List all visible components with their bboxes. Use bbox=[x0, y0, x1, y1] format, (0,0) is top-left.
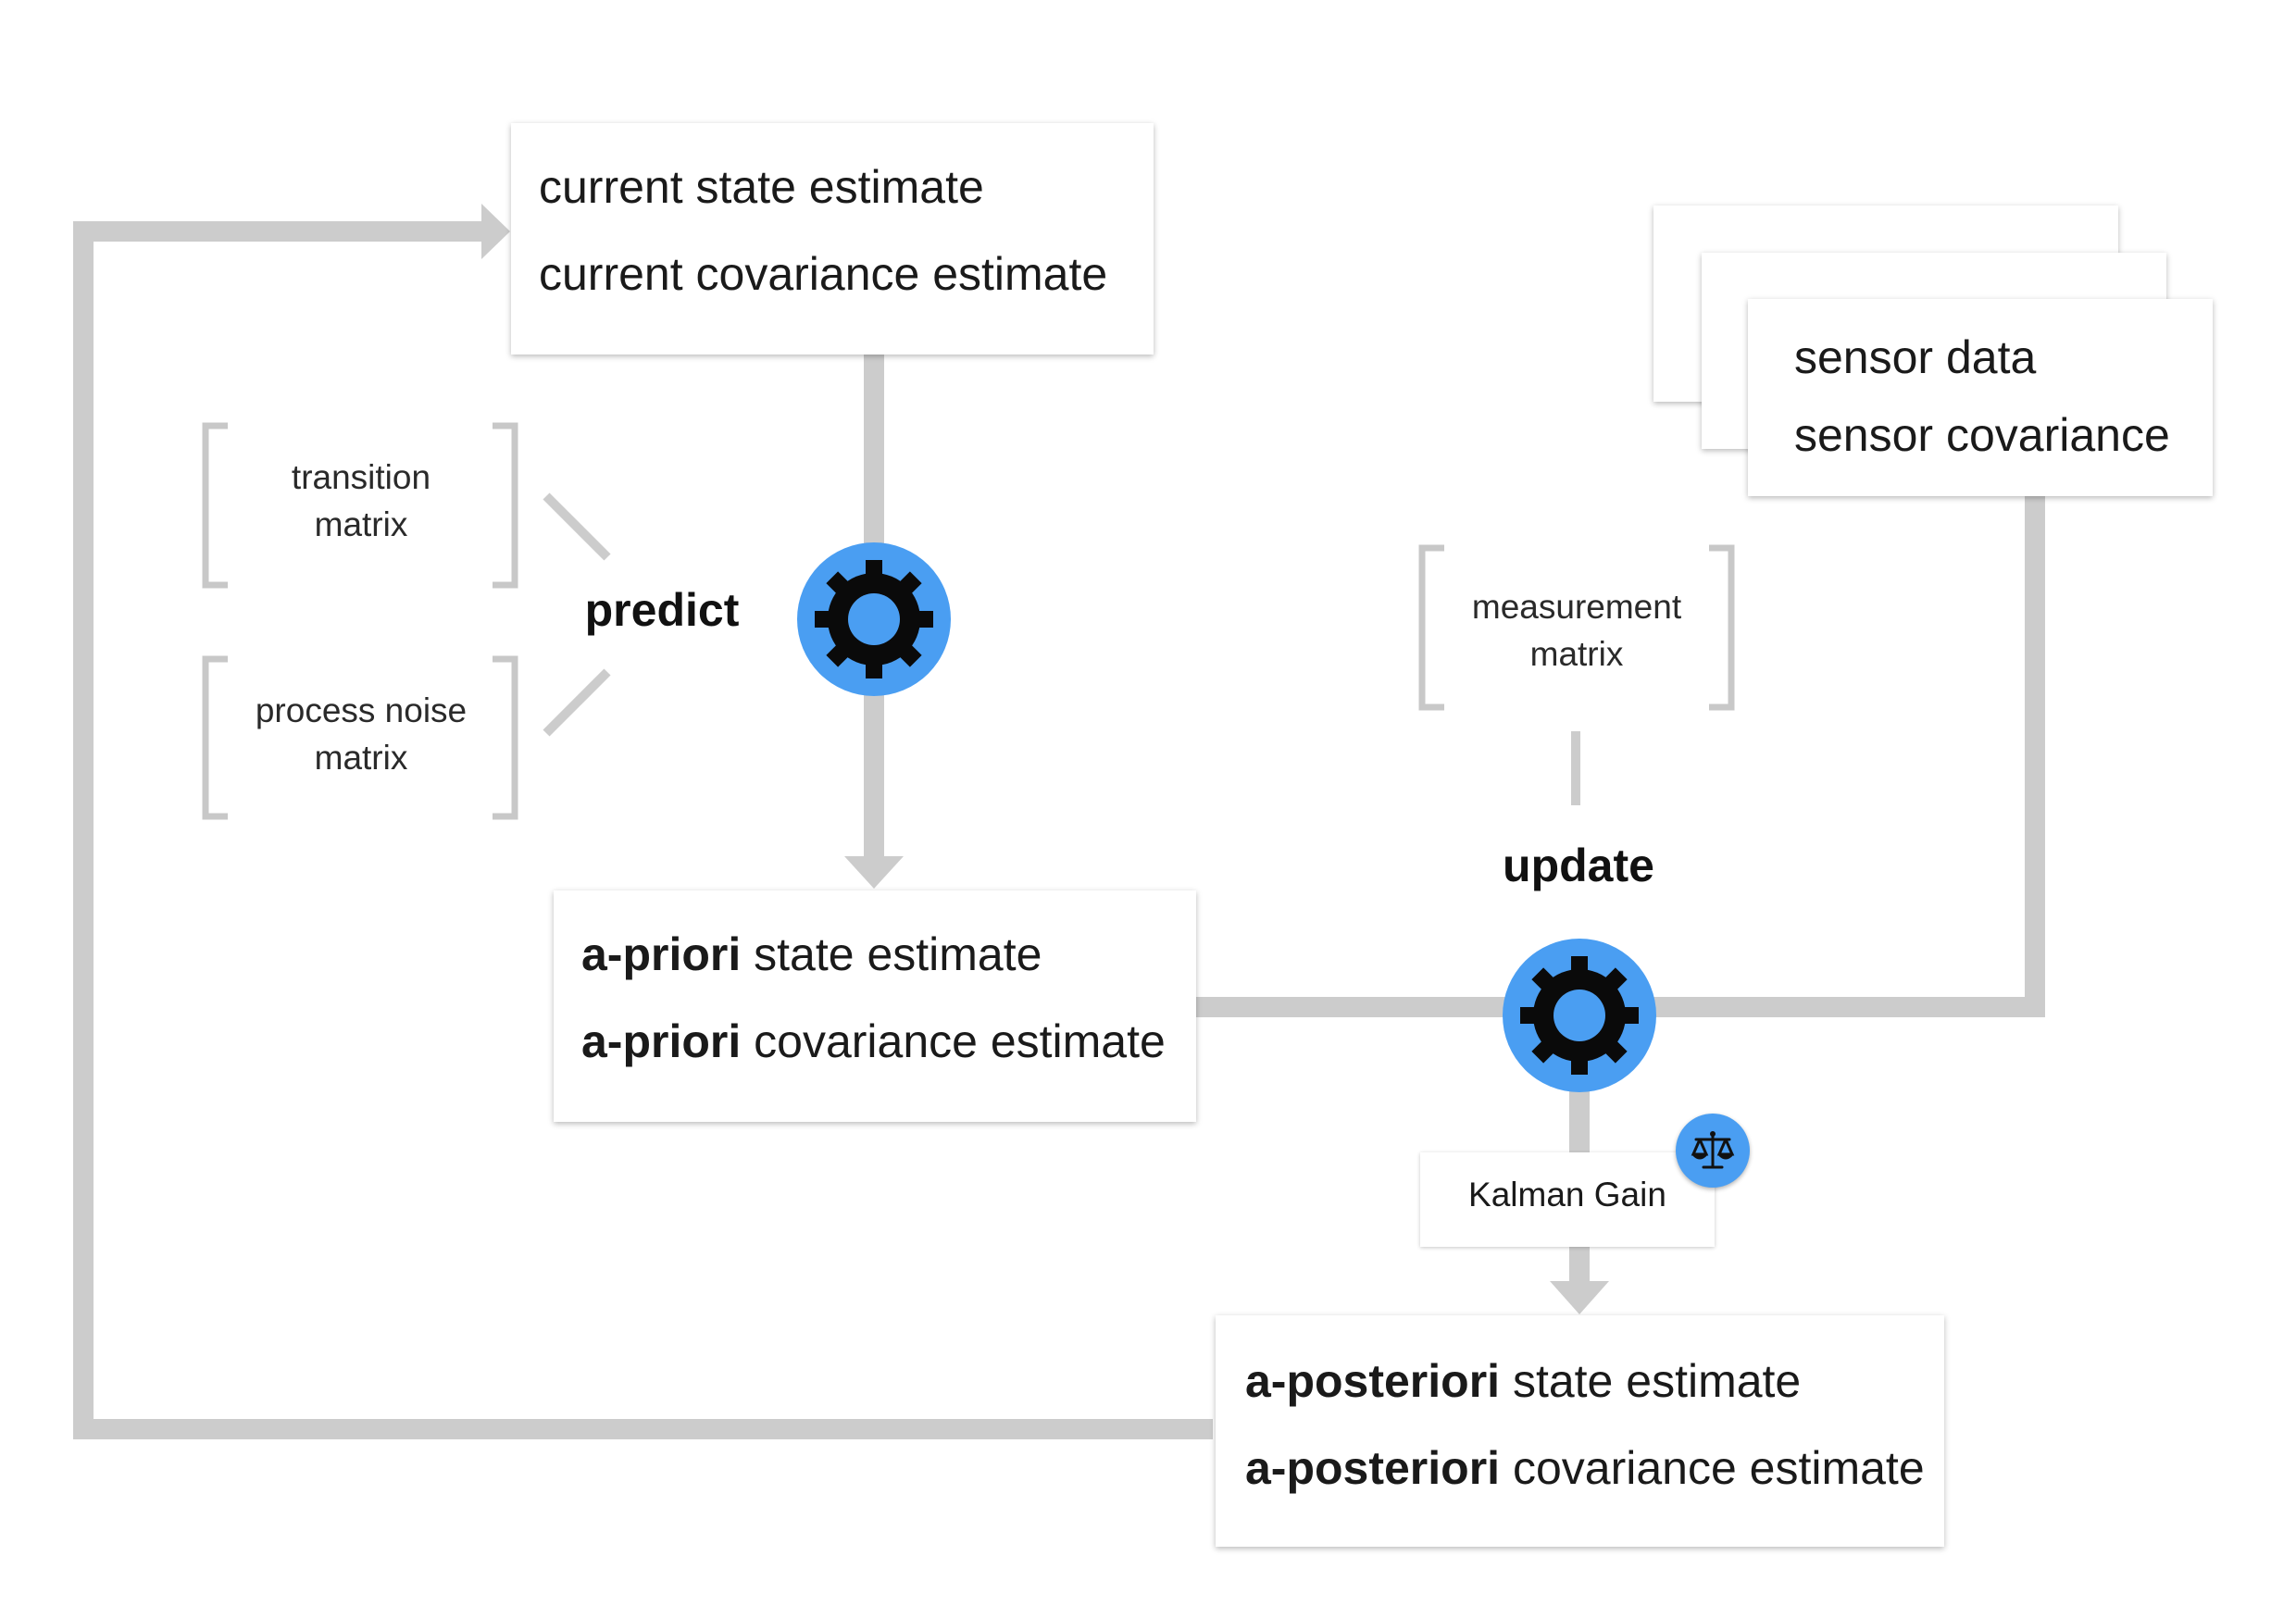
process-noise-matrix-label: process noise matrix bbox=[233, 687, 489, 781]
predict-arrowhead bbox=[844, 856, 904, 889]
sensor-data-text: sensor data bbox=[1794, 331, 2037, 383]
update-gear-icon bbox=[1503, 939, 1656, 1092]
apriori-strong-2: a-priori bbox=[581, 1015, 742, 1067]
feedback-arrowhead bbox=[481, 204, 510, 259]
measurement-matrix-line2: matrix bbox=[1529, 635, 1624, 673]
transition-matrix-label: transition matrix bbox=[233, 454, 489, 548]
balance-scale-icon bbox=[1676, 1114, 1750, 1188]
aposteriori-strong: a-posteriori bbox=[1245, 1355, 1501, 1407]
kalman-gain-box: Kalman Gain bbox=[1420, 1152, 1715, 1247]
kalman-gain-label: Kalman Gain bbox=[1468, 1176, 1666, 1214]
apriori-covariance-text: a-priori covariance estimate bbox=[581, 1014, 1196, 1068]
apriori-state-text: a-priori state estimate bbox=[581, 927, 1196, 981]
aposteriori-estimate-card: a-posteriori state estimate a-posteriori… bbox=[1216, 1315, 1944, 1547]
transition-matrix-line1: transition bbox=[291, 458, 431, 496]
process-noise-link bbox=[543, 668, 611, 737]
aposteriori-state-label: state estimate bbox=[1512, 1355, 1802, 1407]
transition-matrix-brackets bbox=[202, 422, 518, 589]
apriori-estimate-card: a-priori state estimate a-priori covaria… bbox=[554, 890, 1196, 1122]
measurement-matrix-line1: measurement bbox=[1471, 588, 1682, 626]
apriori-state-label: state estimate bbox=[754, 928, 1042, 980]
aposteriori-covariance-text: a-posteriori covariance estimate bbox=[1245, 1441, 1944, 1495]
sensor-card: sensor data sensor covariance bbox=[1748, 299, 2213, 496]
current-state-text: current state estimate bbox=[539, 161, 984, 213]
transition-matrix-line2: matrix bbox=[314, 505, 408, 543]
apriori-strong: a-priori bbox=[581, 928, 742, 980]
apriori-covariance-label: covariance estimate bbox=[754, 1015, 1166, 1067]
current-estimate-card: current state estimate current covarianc… bbox=[511, 123, 1154, 355]
transition-link bbox=[543, 492, 611, 561]
predict-label: predict bbox=[584, 584, 740, 636]
aposteriori-covariance-label: covariance estimate bbox=[1512, 1442, 1925, 1494]
sensor-covariance-text: sensor covariance bbox=[1794, 409, 2170, 461]
measurement-matrix-brackets bbox=[1418, 544, 1735, 711]
aposteriori-arrowhead bbox=[1550, 1281, 1609, 1314]
feedback-loop-connector bbox=[73, 221, 1213, 1439]
current-covariance-text: current covariance estimate bbox=[539, 248, 1108, 300]
measurement-matrix-label: measurement matrix bbox=[1446, 583, 1707, 678]
aposteriori-state-text: a-posteriori state estimate bbox=[1245, 1354, 1944, 1408]
process-noise-matrix-line2: matrix bbox=[314, 739, 408, 777]
predict-gear-icon bbox=[797, 542, 951, 696]
aposteriori-strong-2: a-posteriori bbox=[1245, 1442, 1501, 1494]
sensor-to-update-connector bbox=[1579, 496, 2045, 1017]
process-noise-matrix-line1: process noise bbox=[255, 691, 468, 729]
process-noise-matrix-brackets bbox=[202, 655, 518, 820]
update-label: update bbox=[1503, 840, 1654, 891]
